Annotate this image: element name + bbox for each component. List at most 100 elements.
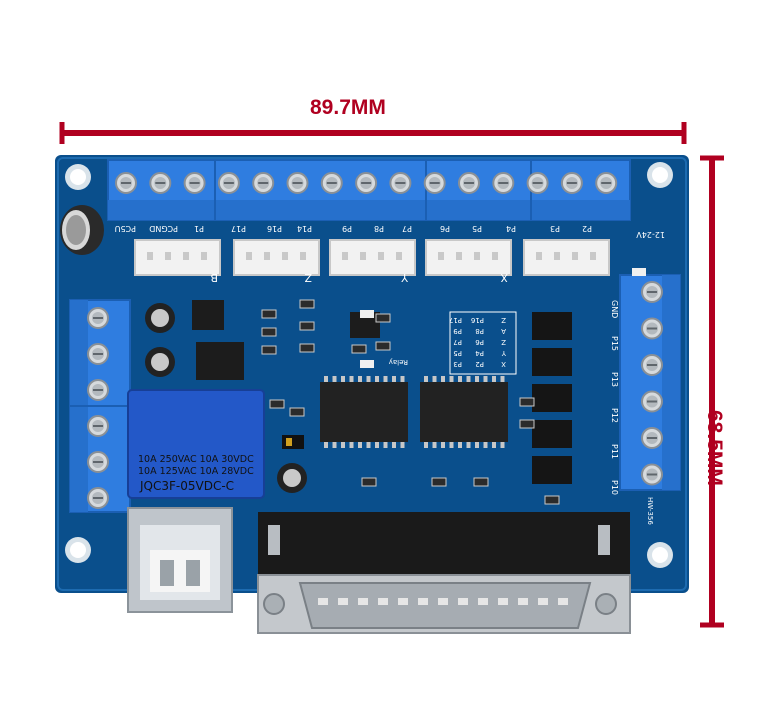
jst-connector: [523, 239, 610, 276]
right-pin-label: GND: [610, 300, 619, 318]
right-pin-label: P10: [610, 480, 619, 495]
terminal-screw: [595, 172, 618, 194]
optocoupler: [532, 312, 572, 340]
terminal-screw: [115, 172, 137, 194]
right-pin-label: P11: [610, 444, 619, 459]
height-dimension-label: 68.5MM: [703, 410, 726, 486]
right-terminal-block: [619, 274, 681, 491]
terminal-screw: [87, 415, 109, 437]
mounting-hole: [647, 542, 673, 568]
small-ic: [192, 300, 224, 330]
terminal-screw: [641, 427, 663, 449]
terminal-screw: [87, 379, 109, 401]
jst-connector: [233, 239, 320, 276]
db25-pin: [558, 598, 568, 605]
silkscreen-pin-label: PC5U: [115, 224, 137, 233]
terminal-screw: [355, 172, 378, 194]
silkscreen-pin-label: P7: [402, 224, 412, 233]
right-pin-label: P15: [610, 336, 619, 351]
optocoupler: [532, 456, 572, 484]
small-capacitor: [277, 463, 307, 493]
smd-component: [299, 321, 315, 331]
pin-table-cell: A: [501, 327, 506, 335]
db25-pin: [438, 598, 448, 605]
relay-label: Relay: [389, 358, 408, 366]
relay-model: JQC3F-05VDC-C: [139, 479, 234, 493]
pin-table-cell: P7: [453, 338, 462, 346]
smd-component: [299, 343, 315, 353]
terminal-screw: [252, 172, 275, 194]
db25-pin: [458, 598, 468, 605]
db25-pin: [318, 598, 328, 605]
terminal-screw: [320, 172, 343, 194]
relay-rating-line1: 10A 250VAC 10A 30VDC: [138, 454, 254, 465]
terminal-screw: [183, 172, 206, 194]
width-dimension-label: 89.7MM: [310, 96, 386, 119]
silkscreen-pin-label: P9: [342, 224, 352, 233]
smd-component: [519, 419, 535, 429]
terminal-screw: [641, 317, 663, 340]
voltage-label: 12-24V: [636, 230, 665, 239]
db25-pin: [338, 598, 348, 605]
terminal-screw: [217, 172, 240, 194]
led: [360, 310, 374, 318]
terminal-screw: [87, 451, 109, 473]
smd-component: [351, 344, 367, 354]
smd-component: [375, 341, 391, 351]
smd-component: [544, 495, 560, 505]
silkscreen-pin-label: P2: [582, 224, 592, 233]
smd-component: [261, 345, 277, 355]
height-dimension-line: [700, 155, 724, 628]
terminal-screw: [458, 172, 480, 194]
axis-label: Z: [304, 271, 312, 284]
terminal-screw: [560, 172, 583, 194]
terminal-screw: [492, 172, 515, 194]
smd-component: [261, 327, 277, 337]
terminal-screw: [87, 307, 109, 329]
pin-table-cell: P2: [475, 360, 484, 368]
db25-pin: [478, 598, 488, 605]
db25-pin: [418, 598, 428, 605]
pin-table-cell: P4: [475, 349, 484, 357]
right-pin-label: P12: [610, 408, 619, 423]
pin-table-cell: Z: [501, 338, 506, 346]
silkscreen-pin-label: P17: [231, 224, 246, 233]
smd-component: [361, 477, 377, 487]
silkscreen-pin-label: P16: [267, 224, 282, 233]
jumper: [282, 435, 304, 449]
silkscreen-pin-label: P4: [506, 224, 516, 233]
smd-component: [431, 477, 447, 487]
pin-table-cell: P5: [453, 349, 462, 357]
jst-connector: [329, 239, 416, 276]
axis-label: B: [210, 271, 218, 284]
terminal-screw: [641, 463, 663, 486]
terminal-screw: [641, 281, 663, 303]
pin-table-cell: P9: [453, 327, 462, 335]
smd-component: [269, 399, 285, 409]
pin-table-cell: Y: [501, 349, 507, 357]
width-dimension-line: [59, 122, 687, 144]
optocoupler: [532, 420, 572, 448]
axis-label: Y: [401, 271, 409, 284]
led: [632, 268, 646, 276]
relay: [127, 389, 265, 499]
smd-component: [375, 313, 391, 323]
electrolytic-capacitor: [60, 205, 104, 255]
relay-rating-line2: 10A 125VAC 10A 28VDC: [138, 466, 254, 477]
smd-component: [261, 309, 277, 319]
db25-pin: [358, 598, 368, 605]
pin-table-cell: P8: [475, 327, 484, 335]
terminal-screw: [87, 343, 109, 365]
small-capacitor: [145, 347, 175, 377]
usb-connector: [127, 507, 233, 613]
optocoupler: [532, 348, 572, 376]
silkscreen-pin-label: P8: [374, 224, 384, 233]
part-label: HW-356: [646, 497, 654, 525]
terminal-screw: [149, 172, 172, 194]
silkscreen-pin-label: P3: [550, 224, 560, 233]
silkscreen-pin-label: P6: [440, 224, 450, 233]
silkscreen-pin-label: PCGND: [149, 224, 178, 233]
right-pin-label: P13: [610, 372, 619, 387]
terminal-screw: [641, 354, 663, 376]
